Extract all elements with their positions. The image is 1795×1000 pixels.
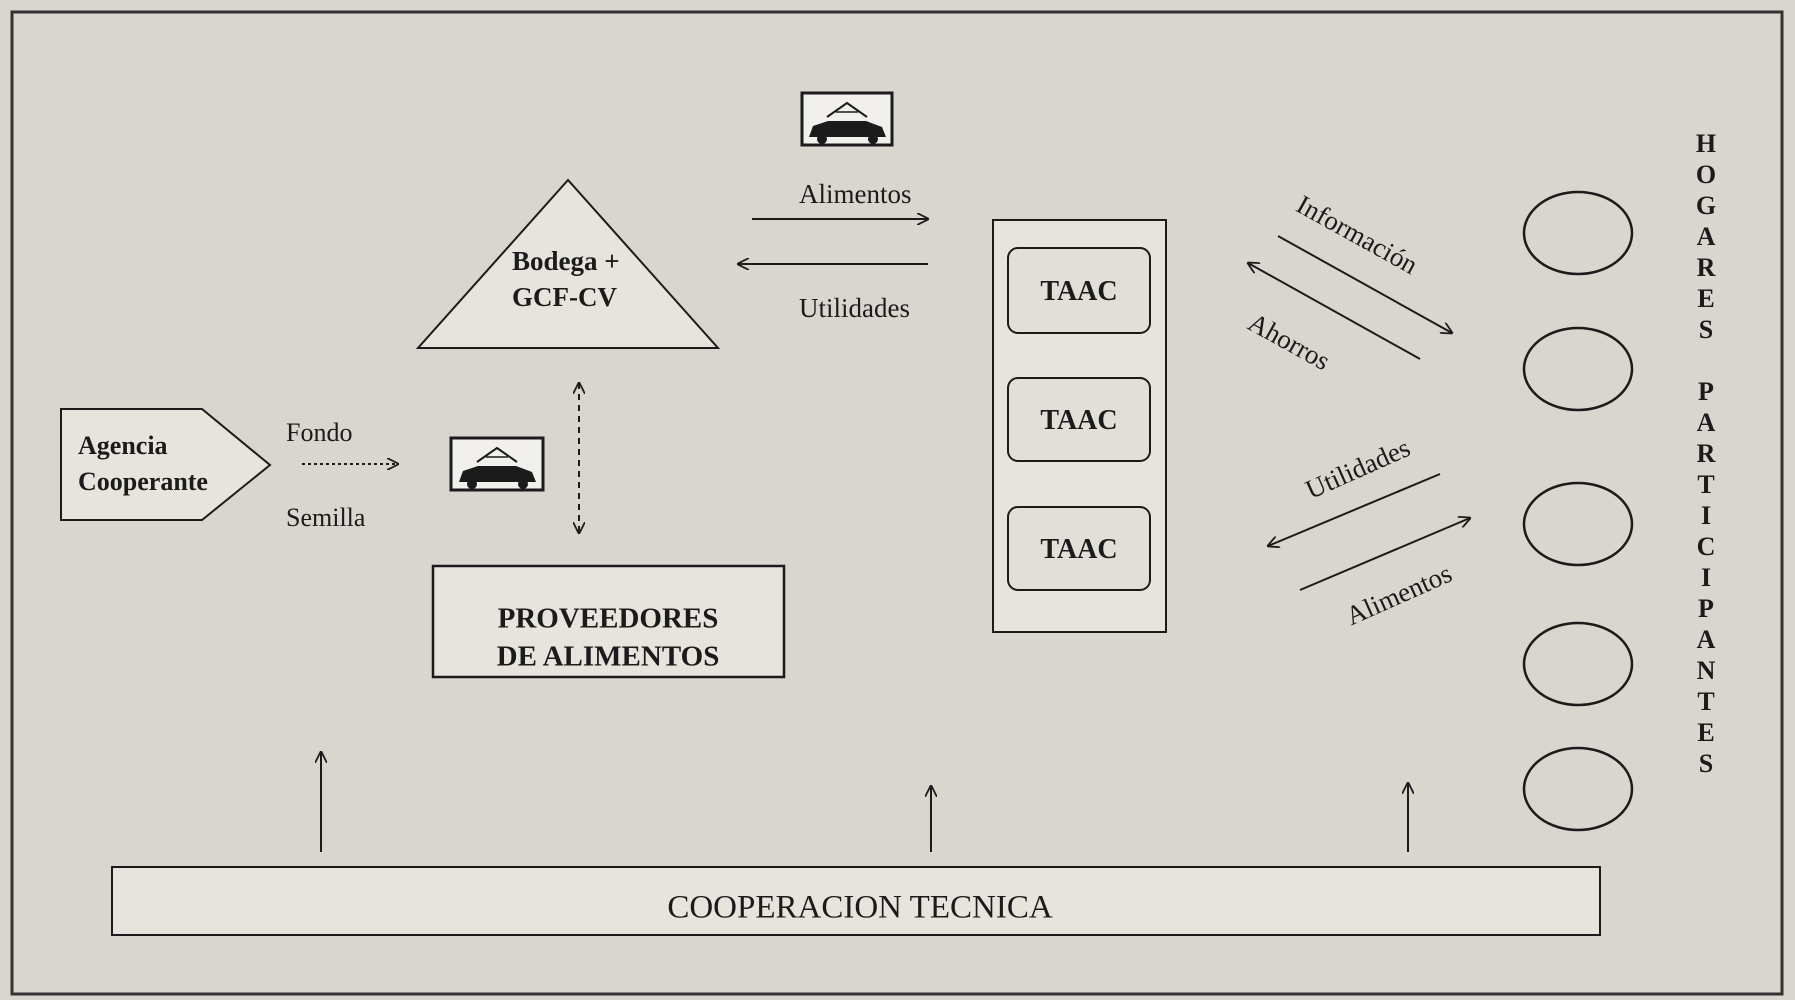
hogares-letter: I [1700,501,1712,530]
household-oval [1522,326,1634,412]
hogares-letter: T [1697,687,1715,716]
household-oval [1522,481,1634,567]
hogares-letter: P [1698,594,1714,623]
truck-store-icon [449,436,545,492]
taac-label: TAAC [1040,534,1118,565]
bodega-triangle [415,178,721,349]
informacion-arrow [1277,235,1452,333]
hogares-letter: A [1696,408,1716,437]
hogares-letter: G [1695,191,1717,220]
truck-store-icon [800,91,894,147]
taac-box [1007,506,1151,591]
hogares-letter: E [1697,284,1715,313]
hogares-letter: R [1696,439,1716,468]
hogares-letter: S [1698,315,1714,344]
ahorros-arrow [1248,263,1421,360]
hogares-letter: A [1696,222,1716,251]
cooperacion-tecnica-label: COOPERACION TECNICA [667,889,1053,926]
utilidades-right-arrow [1268,473,1441,546]
taac-label: TAAC [1040,405,1118,436]
hogares-word-gap [1693,345,1719,376]
hogares-letter: C [1696,532,1716,561]
hogares-letter: I [1700,563,1712,592]
hogares-letter: T [1697,470,1715,499]
hogares-letter: R [1696,253,1716,282]
household-oval [1522,190,1634,276]
household-oval [1522,746,1634,832]
proveedores-box [431,564,786,679]
hogares-letter: O [1695,160,1717,189]
utilidades-top-label: Utilidades [799,293,910,323]
bodega-label: Bodega + GCF-CV [512,246,620,312]
taac-label: TAAC [1040,276,1118,307]
agencia-label: Agencia Cooperante [78,431,208,496]
taac-box [1007,377,1151,462]
household-oval [1522,621,1634,707]
hogares-letter: S [1698,749,1714,778]
fondo-label: Fondo [286,418,353,447]
agencia-cooperante-shape [60,408,272,521]
alimentos-top-label: Alimentos [799,179,912,209]
cooperacion-tecnica-box [111,866,1601,936]
proveedores-label: PROVEEDORES DE ALIMENTOS [496,602,720,673]
hogares-letter: P [1698,377,1714,406]
hogares-letter: E [1697,718,1715,747]
taac-box [1007,247,1151,334]
semilla-label: Semilla [286,503,366,532]
hogares-letter: H [1695,129,1717,158]
hogares-letter: A [1696,625,1716,654]
outer-frame [10,10,1784,996]
hogares-letter: N [1696,656,1716,685]
alimentos-right-arrow [1299,518,1470,591]
